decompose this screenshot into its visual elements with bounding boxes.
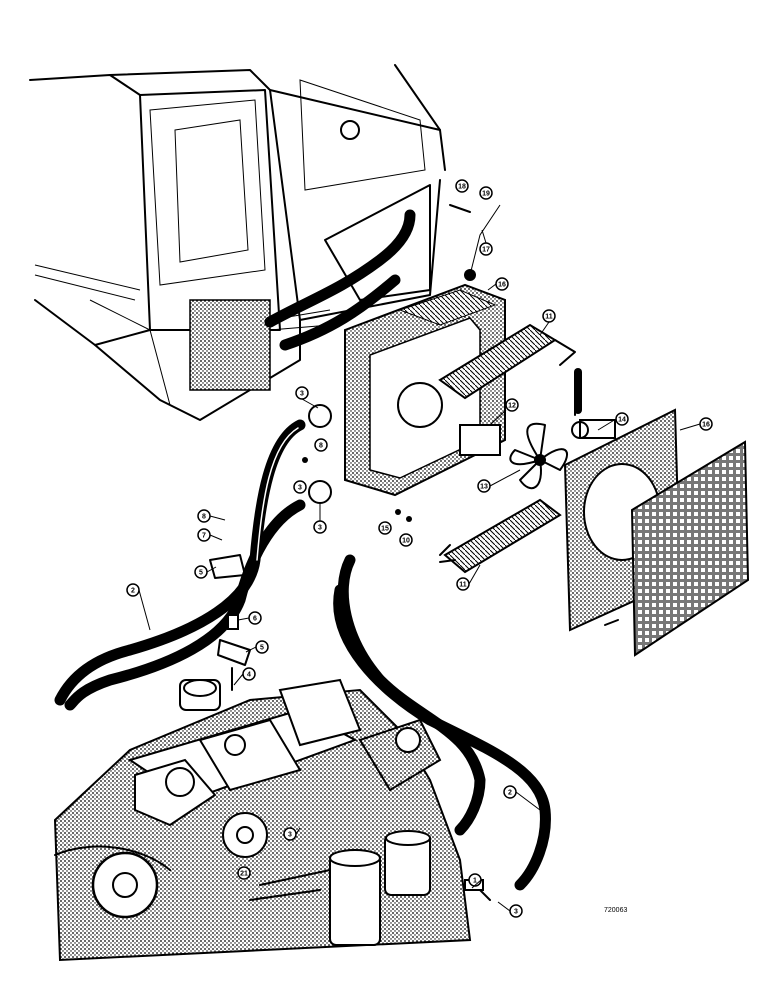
svg-text:5: 5 bbox=[260, 645, 264, 652]
svg-text:21: 21 bbox=[240, 871, 248, 878]
callout-5-lower: 5 bbox=[255, 640, 269, 654]
heater-housing bbox=[344, 204, 506, 497]
cab-frame bbox=[29, 64, 446, 421]
svg-text:8: 8 bbox=[319, 443, 323, 450]
heater-core-lower bbox=[439, 498, 562, 574]
callout-2-right: 2 bbox=[503, 785, 517, 799]
callout-8-housing: 8 bbox=[314, 438, 328, 452]
svg-text:17: 17 bbox=[482, 247, 490, 254]
svg-text:18: 18 bbox=[458, 184, 466, 191]
svg-text:1: 1 bbox=[473, 878, 477, 885]
svg-text:12: 12 bbox=[508, 403, 516, 410]
callout-21: 21 bbox=[237, 866, 251, 880]
heater-grille bbox=[630, 440, 750, 657]
callout-19: 19 bbox=[479, 186, 493, 200]
hose-clamps bbox=[209, 204, 619, 691]
callout-3-engine: 3 bbox=[283, 827, 297, 841]
svg-text:3: 3 bbox=[300, 391, 304, 398]
heater-hoses bbox=[54, 404, 551, 891]
svg-text:5: 5 bbox=[199, 570, 203, 577]
svg-text:10: 10 bbox=[402, 538, 410, 545]
callout-18: 18 bbox=[455, 179, 469, 193]
svg-text:2: 2 bbox=[131, 588, 135, 595]
callout-3-extra: 3 bbox=[293, 480, 307, 494]
svg-text:16: 16 bbox=[498, 282, 506, 289]
callout-2-left: 2 bbox=[126, 583, 140, 597]
callout-4: 4 bbox=[242, 667, 256, 681]
callout-16-grille: 16 bbox=[699, 417, 713, 431]
callout-1: 1 bbox=[468, 873, 482, 887]
callout-17: 17 bbox=[479, 242, 493, 256]
callout-11-upper: 11 bbox=[542, 309, 556, 323]
svg-text:7: 7 bbox=[202, 533, 206, 540]
svg-text:3: 3 bbox=[514, 909, 518, 916]
heater-core-upper bbox=[438, 323, 576, 400]
figure-number: 720063 bbox=[604, 907, 627, 914]
callout-6: 6 bbox=[248, 611, 262, 625]
callout-3-bottom: 3 bbox=[509, 904, 523, 918]
callout-5-upper: 5 bbox=[194, 565, 208, 579]
callout-11-lower: 11 bbox=[456, 577, 470, 591]
svg-text:11: 11 bbox=[545, 314, 553, 321]
callout-markers: 1 2 2 3 3 3 3 4 5 5 6 7 bbox=[126, 179, 713, 918]
svg-text:8: 8 bbox=[202, 514, 206, 521]
callout-16-housing: 16 bbox=[495, 277, 509, 291]
svg-text:4: 4 bbox=[247, 672, 251, 679]
svg-text:2: 2 bbox=[508, 790, 512, 797]
svg-text:3: 3 bbox=[288, 832, 292, 839]
callout-3-lower: 3 bbox=[313, 520, 327, 534]
callout-7: 7 bbox=[197, 528, 211, 542]
svg-text:6: 6 bbox=[253, 616, 257, 623]
callout-8: 8 bbox=[197, 509, 211, 523]
svg-text:16: 16 bbox=[702, 422, 710, 429]
svg-text:14: 14 bbox=[618, 417, 626, 424]
callout-10: 10 bbox=[399, 533, 413, 547]
callout-12: 12 bbox=[505, 398, 519, 412]
callout-13: 13 bbox=[477, 479, 491, 493]
water-valve bbox=[571, 368, 616, 439]
fan-blade bbox=[509, 422, 569, 490]
svg-text:3: 3 bbox=[318, 525, 322, 532]
engine bbox=[53, 678, 491, 962]
svg-text:19: 19 bbox=[482, 191, 490, 198]
svg-text:13: 13 bbox=[480, 484, 488, 491]
svg-text:3: 3 bbox=[298, 485, 302, 492]
svg-text:15: 15 bbox=[381, 526, 389, 533]
callout-3-upper: 3 bbox=[295, 386, 309, 400]
callout-15: 15 bbox=[378, 521, 392, 535]
svg-text:11: 11 bbox=[459, 582, 467, 589]
callout-14: 14 bbox=[615, 412, 629, 426]
